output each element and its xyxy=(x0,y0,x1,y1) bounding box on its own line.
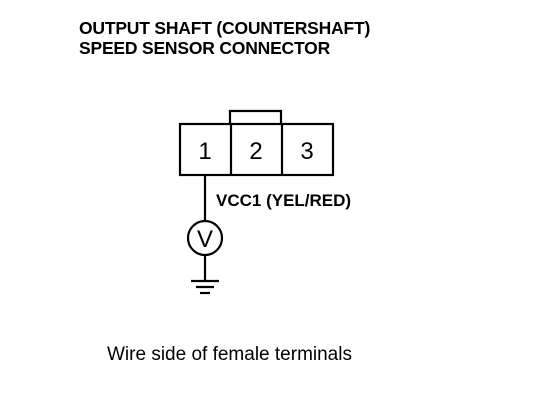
title-line-2: SPEED SENSOR CONNECTOR xyxy=(79,38,331,58)
voltmeter-symbol: V xyxy=(197,226,213,253)
terminal-3-label: 3 xyxy=(300,138,313,165)
connector-lock-tab xyxy=(228,109,283,124)
caption: Wire side of female terminals xyxy=(107,344,352,365)
connector-housing xyxy=(178,122,335,177)
diagram-title: OUTPUT SHAFT (COUNTERSHAFT) SPEED SENSOR… xyxy=(79,18,370,58)
title-line-1: OUTPUT SHAFT (COUNTERSHAFT) xyxy=(79,18,371,38)
terminal-1-label: 1 xyxy=(198,138,211,165)
wire-label: VCC1 (YEL/RED) xyxy=(216,191,351,210)
ground-icon xyxy=(191,279,219,295)
terminal-2-label: 2 xyxy=(249,138,262,165)
